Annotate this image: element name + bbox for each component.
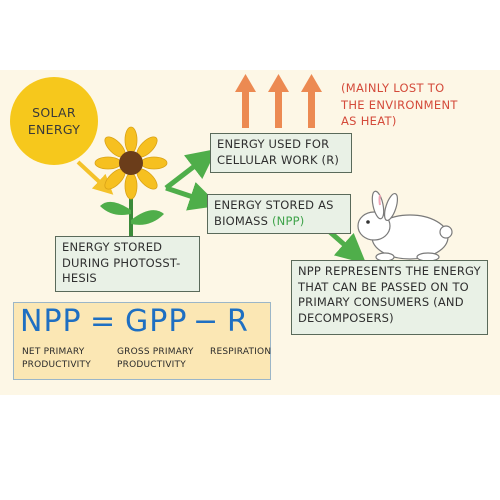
heat-loss-note: (MAINLY LOST TO THE ENVIRONMENT AS HEAT): [341, 81, 458, 128]
npp-explanation-box: NPP REPRESENTS THE ENERGY THAT CAN BE PA…: [291, 260, 488, 335]
npp-note-line1: NPP REPRESENTS THE ENERGY: [298, 264, 481, 278]
biomass-label: BIOMASS: [214, 213, 272, 228]
equation-panel: [13, 302, 271, 380]
cellular-work-line2: CELLULAR WORK (R): [217, 152, 340, 167]
equation-npp: NPP: [20, 304, 82, 339]
gpp-label: GROSS PRIMARY PRODUCTIVITY: [117, 347, 194, 370]
equation-minus: −: [193, 304, 220, 339]
rabbit-icon: [357, 190, 453, 262]
npp-note-line2: THAT CAN BE PASSED ON TO: [298, 279, 469, 294]
rabbit-eye: [366, 220, 370, 224]
npp-note-line4: DECOMPOSERS): [298, 310, 394, 325]
biomass-line1: ENERGY STORED AS: [214, 198, 334, 212]
cellular-work-box: ENERGY USED FOR CELLULAR WORK (R): [210, 133, 352, 173]
equation-equals: =: [90, 304, 117, 339]
biomass-box: ENERGY STORED AS BIOMASS (NPP): [207, 194, 351, 234]
photosynthesis-line1: ENERGY STORED: [62, 240, 163, 254]
photosynthesis-line2: DURING PHOTOSST-: [62, 255, 181, 270]
npp-note-line3: PRIMARY CONSUMERS (AND: [298, 295, 464, 309]
rabbit-inner-ear: [378, 194, 381, 206]
sunflower-icon: [94, 126, 168, 240]
equation-gpp: GPP: [125, 304, 188, 339]
photosynthesis-line3: HESIS: [62, 271, 97, 285]
sun-label-line1: SOLAR: [32, 105, 76, 120]
equation-r: R: [227, 304, 249, 339]
respiration-label: RESPIRATION: [210, 347, 272, 357]
npp-label: NET PRIMARY PRODUCTIVITY: [22, 347, 91, 370]
solar-arrow: [76, 160, 114, 195]
sun-label-line2: ENERGY: [27, 122, 81, 137]
solar-energy-sun: SOLAR ENERGY: [10, 77, 98, 165]
cellular-work-line1: ENERGY USED FOR: [217, 137, 330, 151]
biomass-line2: BIOMASS (NPP): [214, 214, 344, 230]
heat-loss-arrows: [235, 74, 322, 128]
biomass-npp-label: (NPP): [271, 213, 305, 228]
photosynthesis-box: ENERGY STORED DURING PHOTOSST- HESIS: [55, 236, 200, 292]
